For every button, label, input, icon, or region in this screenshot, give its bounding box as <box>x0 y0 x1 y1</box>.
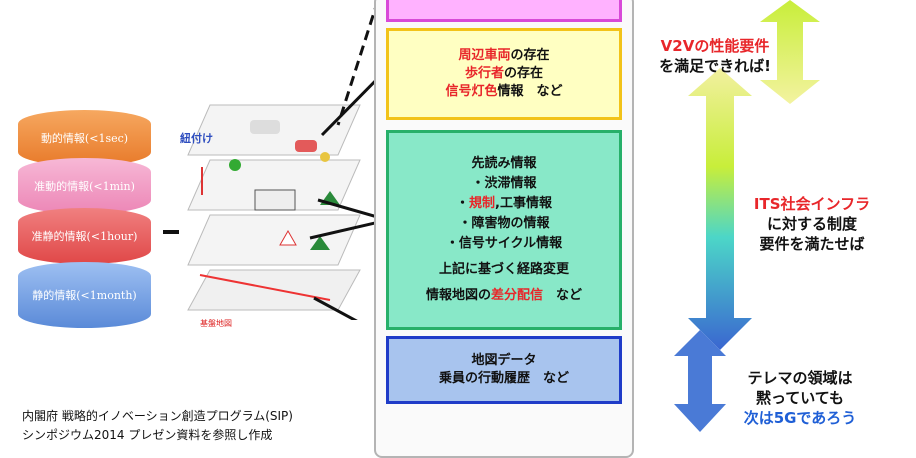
map-layer-2 <box>187 159 361 211</box>
tie-label: 紐付け <box>180 132 213 145</box>
item-obstacle: ・障害物の情報 <box>458 216 550 231</box>
cylinder-label: 准動的情報(<1min) <box>34 180 135 193</box>
cyclist-icon <box>229 159 241 171</box>
text: など <box>543 288 583 303</box>
map-layer-3 <box>187 214 361 266</box>
source-note-line2: シンポジウム2014 プレゼン資料を参照し作成 <box>22 428 273 442</box>
pedestrians: 歩行者 <box>464 66 504 81</box>
v2v-line2: を満足できれば! <box>659 57 771 75</box>
its-infra: ITS社会インフラ <box>753 195 871 213</box>
crosswalk-icon <box>254 189 296 211</box>
map-data: 地図データ <box>471 353 537 368</box>
its-arrow <box>688 68 752 350</box>
tree-icon <box>310 236 330 250</box>
text: ,工事情報 <box>495 196 552 211</box>
cylinder-static: 静的情報(<1month) <box>18 262 151 328</box>
pink-top-box <box>386 0 622 22</box>
connector-dash <box>163 230 179 234</box>
arrows-graphic <box>674 0 820 432</box>
source-note-line1: 内閣府 戦略的イノベーション創造プログラム(SIP) <box>22 409 293 423</box>
regulation: 規制 <box>469 196 496 211</box>
dashed-connector <box>336 0 380 126</box>
surrounding-vehicles: 周辺車両 <box>458 48 511 63</box>
its-text: ITS社会インフラ に対する制度 要件を満たせば <box>732 194 892 254</box>
occupant-history: 乗員の行動履歴 など <box>438 371 569 386</box>
yellow-info-box: 周辺車両の存在 歩行者の存在 信号灯色情報 など <box>386 28 622 120</box>
v2v-arrow <box>760 0 820 104</box>
green-info-box: 先読み情報 ・渋滞情報 ・規制,工事情報 ・障害物の情報 ・信号サイクル情報 上… <box>386 130 622 330</box>
connector <box>313 296 358 320</box>
base-map-label: 基盤地図 <box>200 319 232 328</box>
lookahead-title: 先読み情報 <box>471 156 537 171</box>
telema-arrow <box>674 330 726 432</box>
blue-info-box: 地図データ 乗員の行動履歴 など <box>386 336 622 404</box>
cylinder-label: 動的情報(<1sec) <box>40 132 129 145</box>
text: 情報 など <box>497 84 563 99</box>
diff-delivery: 差分配信 <box>490 288 543 303</box>
signal-icon <box>320 152 330 162</box>
telema-line2: 黙っていても <box>755 389 845 407</box>
telema-line1: テレマの領域は <box>747 369 853 387</box>
route-change: 上記に基づく経路変更 <box>438 262 569 277</box>
text: の存在 <box>504 66 544 81</box>
signal-color: 信号灯色 <box>445 84 498 99</box>
layered-map-illustration <box>187 104 361 311</box>
car-icon <box>250 120 280 134</box>
car-icon <box>295 140 317 152</box>
telema-5g: 次は5Gであろう <box>743 409 857 427</box>
cylinder-semi-static: 准静的情報(<1hour) <box>18 208 151 264</box>
cylinder-label: 准静的情報(<1hour) <box>31 230 138 243</box>
its-line3: 要件を満たせば <box>759 235 865 253</box>
cylinder-dynamic: 動的情報(<1sec) <box>18 110 151 166</box>
bullet: ・ <box>456 196 470 211</box>
v2v-text: V2Vの性能要件 を満足できれば! <box>645 36 785 76</box>
cylinder-label: 静的情報(<1month) <box>32 289 137 302</box>
text: の存在 <box>510 48 550 63</box>
item-congestion: ・渋滞情報 <box>471 176 537 191</box>
text: 情報地図の <box>425 288 491 303</box>
telema-text: テレマの領域は 黙っていても 次は5Gであろう <box>720 368 880 428</box>
v2v-requirement: V2Vの性能要件 <box>660 37 770 55</box>
warning-sign-icon <box>279 229 297 246</box>
item-signal-cycle: ・信号サイクル情報 <box>445 236 563 251</box>
road-line <box>199 274 331 301</box>
its-line2: に対する制度 <box>766 215 857 233</box>
cylinder-semi-dynamic: 准動的情報(<1min) <box>18 158 151 214</box>
